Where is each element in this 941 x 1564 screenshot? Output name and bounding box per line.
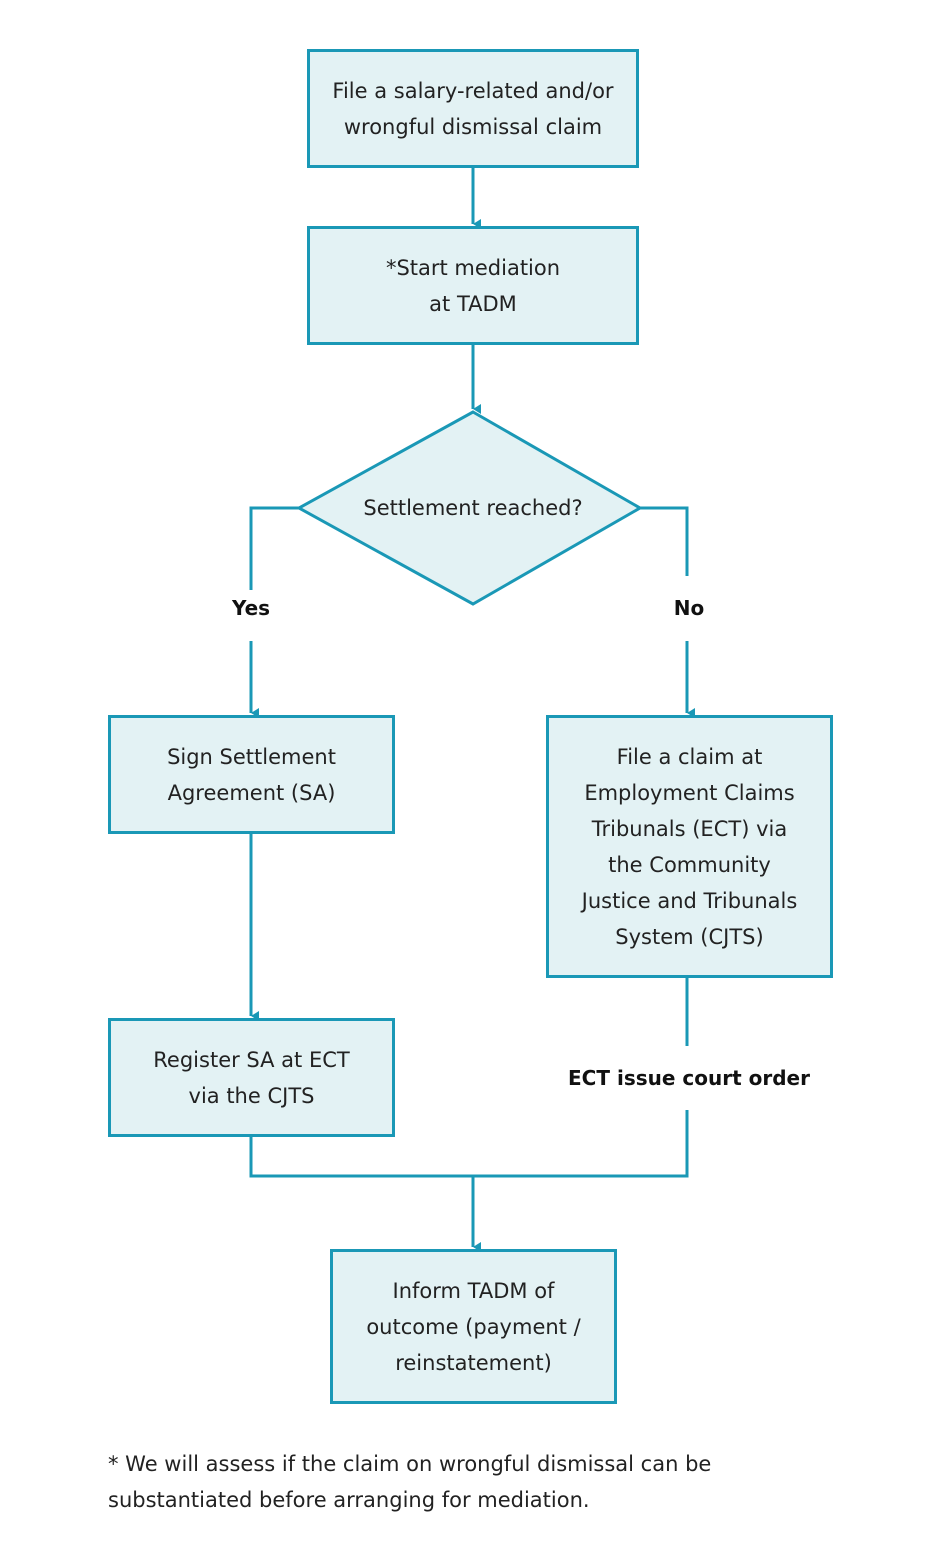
edge-label-no: No <box>649 594 729 622</box>
node-file-claim: File a salary-related and/or wrongful di… <box>307 49 639 168</box>
node-file-ect-line4: the Community <box>608 852 771 877</box>
node-file-claim-line2: wrongful dismissal claim <box>343 114 603 139</box>
node-sign-sa: Sign Settlement Agreement (SA) <box>108 715 395 834</box>
node-file-ect-line6: System (CJTS) <box>615 924 764 949</box>
edge-label-yes: Yes <box>211 594 291 622</box>
node-file-ect-line5: Justice and Tribunals <box>581 888 798 913</box>
decision-diamond <box>295 410 644 606</box>
node-inform-tadm-line2: outcome (payment / <box>366 1314 581 1339</box>
node-inform-tadm-line1: Inform TADM of <box>392 1278 555 1303</box>
footnote-line1: * We will assess if the claim on wrongfu… <box>108 1452 712 1476</box>
yes-branch-line <box>249 506 299 590</box>
merge-line-left <box>249 1137 473 1178</box>
edge-label-court-order: ECT issue court order <box>549 1064 829 1092</box>
node-file-ect: File a claim at Employment Claims Tribun… <box>546 715 833 978</box>
node-register-sa: Register SA at ECT via the CJTS <box>108 1018 395 1137</box>
footnote: * We will assess if the claim on wrongfu… <box>108 1446 828 1518</box>
node-start-mediation-line1: *Start mediation <box>385 255 561 280</box>
node-file-ect-line3: Tribunals (ECT) via <box>591 816 788 841</box>
node-inform-tadm: Inform TADM of outcome (payment / reinst… <box>330 1249 617 1404</box>
node-file-ect-line2: Employment Claims <box>584 780 795 805</box>
no-branch-line <box>640 506 689 576</box>
node-inform-tadm-line3: reinstatement) <box>395 1350 552 1375</box>
decision-label: Settlement reached? <box>363 496 583 520</box>
node-sign-sa-line1: Sign Settlement <box>167 744 336 769</box>
node-start-mediation-line2: at TADM <box>429 291 517 316</box>
node-register-sa-line1: Register SA at ECT <box>153 1047 350 1072</box>
node-file-claim-line1: File a salary-related and/or <box>332 78 614 103</box>
node-start-mediation: *Start mediation at TADM <box>307 226 639 345</box>
footnote-line2: substantiated before arranging for media… <box>108 1488 590 1512</box>
node-file-ect-line1: File a claim at <box>616 744 763 769</box>
merge-line-right <box>473 1110 689 1178</box>
node-register-sa-line2: via the CJTS <box>188 1083 315 1108</box>
node-sign-sa-line2: Agreement (SA) <box>167 780 336 805</box>
